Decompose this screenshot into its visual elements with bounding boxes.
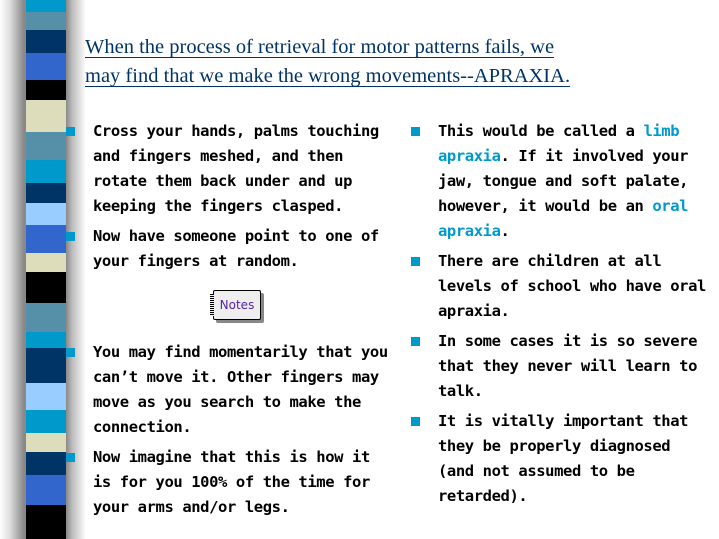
title-line-2: may find that we make the wrong movement… <box>85 65 571 87</box>
stripe-segment <box>26 80 66 100</box>
item-text: . If it involved your jaw, tongue and so… <box>438 147 689 215</box>
stripe-segment <box>26 383 66 410</box>
stripe-segment <box>26 132 66 160</box>
stripe-segment <box>26 475 66 505</box>
stripe-segment <box>26 505 66 539</box>
right-column: This would be called a limb apraxia. If … <box>411 119 706 514</box>
stripe-segment <box>26 0 66 12</box>
oral-apraxia-term: oral apraxia <box>438 197 689 240</box>
list-item: You may find momentarily that you can’t … <box>66 340 393 440</box>
list-item: Cross your hands, palms touching and fin… <box>66 119 393 219</box>
stripe-segment <box>26 12 66 30</box>
item-text: This would be called a <box>438 122 644 140</box>
stripe-segment <box>26 433 66 452</box>
bullet-icon <box>66 453 75 462</box>
stripe-segment <box>26 100 66 132</box>
bullet-icon <box>411 257 420 266</box>
left-column-lower: You may find momentarily that you can’t … <box>66 340 393 525</box>
bullet-icon <box>411 417 420 426</box>
stripe-segment <box>26 183 66 203</box>
item-text: It is vitally important that they be pro… <box>438 412 689 505</box>
stripe-segment <box>26 452 66 475</box>
bullet-icon <box>66 127 75 136</box>
item-text: There are children at all levels of scho… <box>438 252 706 320</box>
notes-button[interactable]: Notes <box>210 290 261 320</box>
item-text: . <box>500 222 510 240</box>
bullet-icon <box>66 232 75 241</box>
stripe-segment <box>26 253 66 272</box>
item-text: In some cases it is so severe that they … <box>438 332 698 400</box>
list-item: Now have someone point to one of your fi… <box>66 224 393 274</box>
item-text: Now have someone point to one of your fi… <box>93 227 379 270</box>
list-item: There are children at all levels of scho… <box>411 249 706 324</box>
item-text: You may find momentarily that you can’t … <box>93 343 388 436</box>
list-item: In some cases it is so severe that they … <box>411 329 706 404</box>
stripe-segment <box>26 225 66 253</box>
limb-apraxia-term: limb apraxia <box>438 122 680 165</box>
bullet-icon <box>411 127 420 136</box>
list-item: It is vitally important that they be pro… <box>411 409 706 509</box>
stripe-segment <box>26 160 66 183</box>
stripe-segment <box>26 30 66 53</box>
list-item: This would be called a limb apraxia. If … <box>411 119 706 244</box>
stripe-segment <box>26 332 66 348</box>
bullet-icon <box>66 348 75 357</box>
bullet-icon <box>411 337 420 346</box>
stripe-segment <box>26 410 66 433</box>
item-text: Cross your hands, palms touching and fin… <box>93 122 379 215</box>
stripe-segment <box>26 348 66 383</box>
slide-title: When the process of retrieval for motor … <box>85 33 685 91</box>
item-text: Now imagine that this is how it is for y… <box>93 448 370 516</box>
stripe-segment <box>26 53 66 80</box>
stripe-segment <box>26 272 66 303</box>
stripe-segment <box>26 303 66 332</box>
left-column: Cross your hands, palms touching and fin… <box>66 119 393 279</box>
title-line-1: When the process of retrieval for motor … <box>85 36 555 58</box>
stripe-segment <box>26 203 66 225</box>
list-item: Now imagine that this is how it is for y… <box>66 445 393 520</box>
decorative-stripe <box>26 0 66 539</box>
